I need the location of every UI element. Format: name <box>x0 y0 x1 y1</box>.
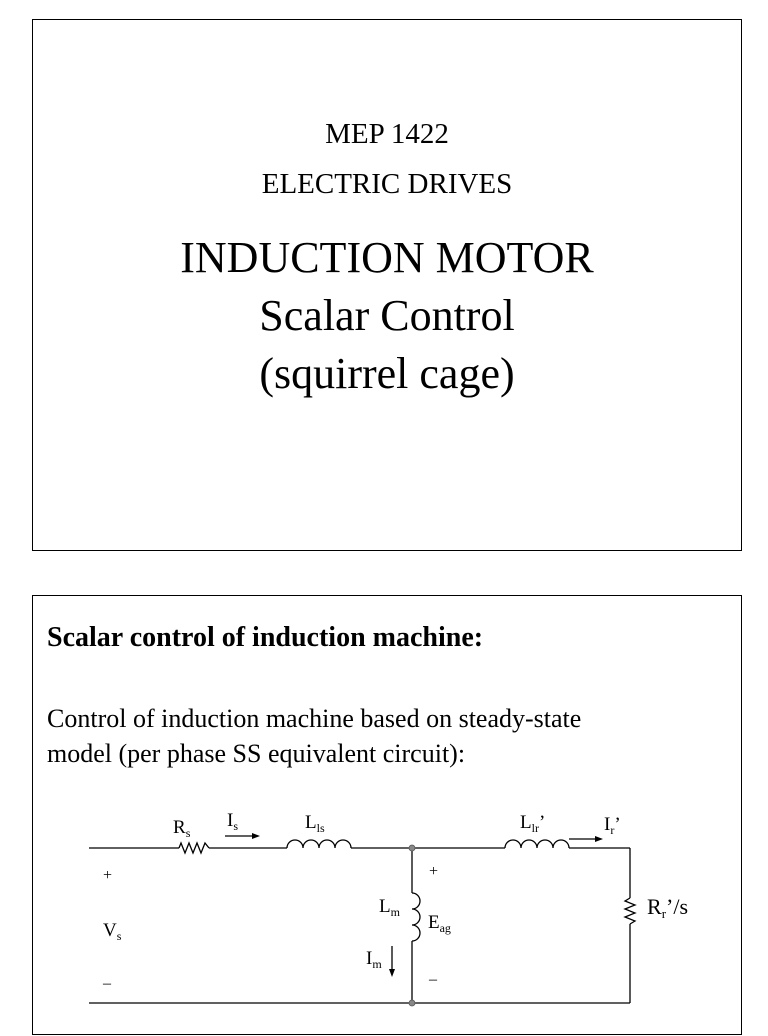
stator-leakage-inductor <box>286 839 352 849</box>
slide-heading: Scalar control of induction machine: <box>47 622 484 653</box>
node-top <box>408 844 416 852</box>
body-line-1: Control of induction machine based on st… <box>47 704 582 733</box>
label-minus-mid: – <box>428 971 438 988</box>
course-name: ELECTRIC DRIVES <box>261 168 513 200</box>
label-plus-mid: + <box>429 863 438 880</box>
content-slide: Scalar control of induction machine: Con… <box>32 595 742 1035</box>
slide-subtitle: Scalar Control <box>259 291 515 340</box>
magnetizing-current-arrowhead <box>389 969 395 977</box>
label-minus-left: – <box>102 975 112 992</box>
label-Rr-over-s: Rr’/s <box>647 894 688 921</box>
label-Lls: Lls <box>305 812 325 835</box>
rotor-current-arrowhead <box>595 836 603 842</box>
course-code: MEP 1422 <box>325 118 449 150</box>
label-plus-left: + <box>103 867 112 884</box>
label-Vs: Vs <box>103 920 122 943</box>
label-Im: Im <box>366 948 382 971</box>
rotor-resistor <box>623 897 637 925</box>
title-slide: MEP 1422 ELECTRIC DRIVES INDUCTION MOTOR… <box>32 19 742 551</box>
label-Ir: Ir’ <box>604 814 621 837</box>
rotor-leakage-inductor <box>504 839 570 849</box>
label-Lm: Lm <box>379 896 401 919</box>
label-Llr: Llr’ <box>520 812 545 835</box>
magnetizing-inductor <box>411 892 421 942</box>
equivalent-circuit-diagram: Rs Is Lls Llr’ Ir’ + Vs – + Lm Eag Im – … <box>89 810 688 1007</box>
label-Eag: Eag <box>428 912 451 935</box>
stator-current-arrowhead <box>252 833 260 839</box>
slide-body: Control of induction machine based on st… <box>47 701 581 771</box>
stator-resistor <box>178 841 210 855</box>
slide-subtitle-2: (squirrel cage) <box>259 349 515 398</box>
label-Is: Is <box>227 810 238 833</box>
node-bottom <box>408 999 416 1007</box>
label-Rs: Rs <box>173 817 191 840</box>
slide-title: INDUCTION MOTOR <box>180 233 594 282</box>
body-line-2: model (per phase SS equivalent circuit): <box>47 739 466 768</box>
